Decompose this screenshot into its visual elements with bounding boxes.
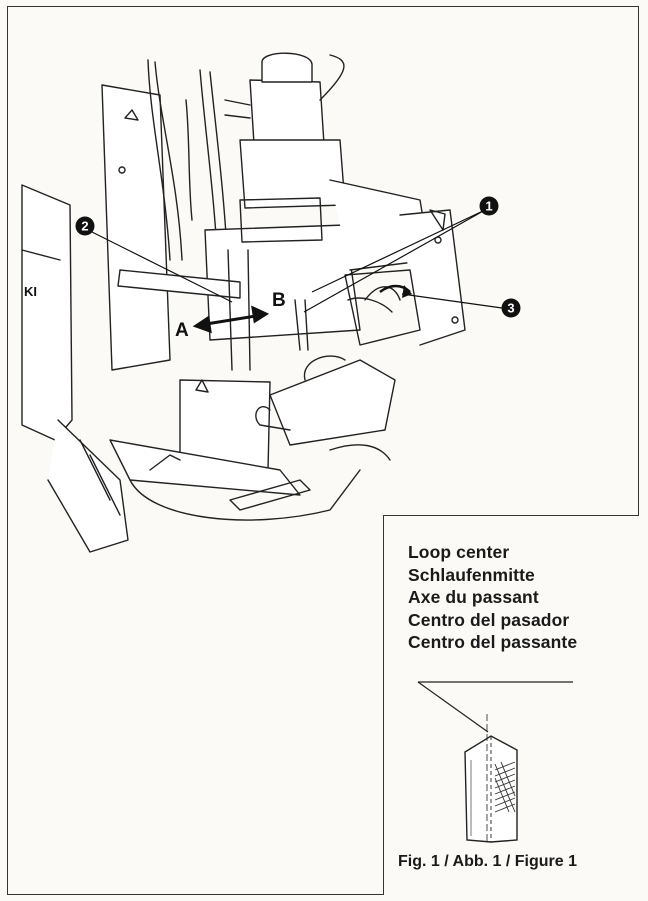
machine-marking: KI [24,284,37,299]
label-spanish: Centro del pasador [408,609,570,630]
arrow-label-a: A [175,320,189,341]
label-french: Axe du passant [408,587,539,607]
page-frame [7,6,639,895]
loop-diagram [417,681,573,843]
svg-text:3: 3 [507,301,514,316]
label-english: Loop center [408,542,510,562]
label-italian: Centro del passante [408,632,578,652]
callout-3: 3 [501,298,521,318]
label-german: Schlaufenmitte [408,564,535,585]
arrow-label-b: B [272,290,286,311]
loop-center-labels: Loop center Schlaufenmitte Axe du passan… [408,541,577,654]
svg-text:1: 1 [485,199,492,214]
figure-caption: Fig. 1 / Abb. 1 / Figure 1 [398,853,577,870]
callout-2: 2 [75,216,95,236]
svg-text:2: 2 [81,219,88,234]
callout-1: 1 [479,196,499,216]
